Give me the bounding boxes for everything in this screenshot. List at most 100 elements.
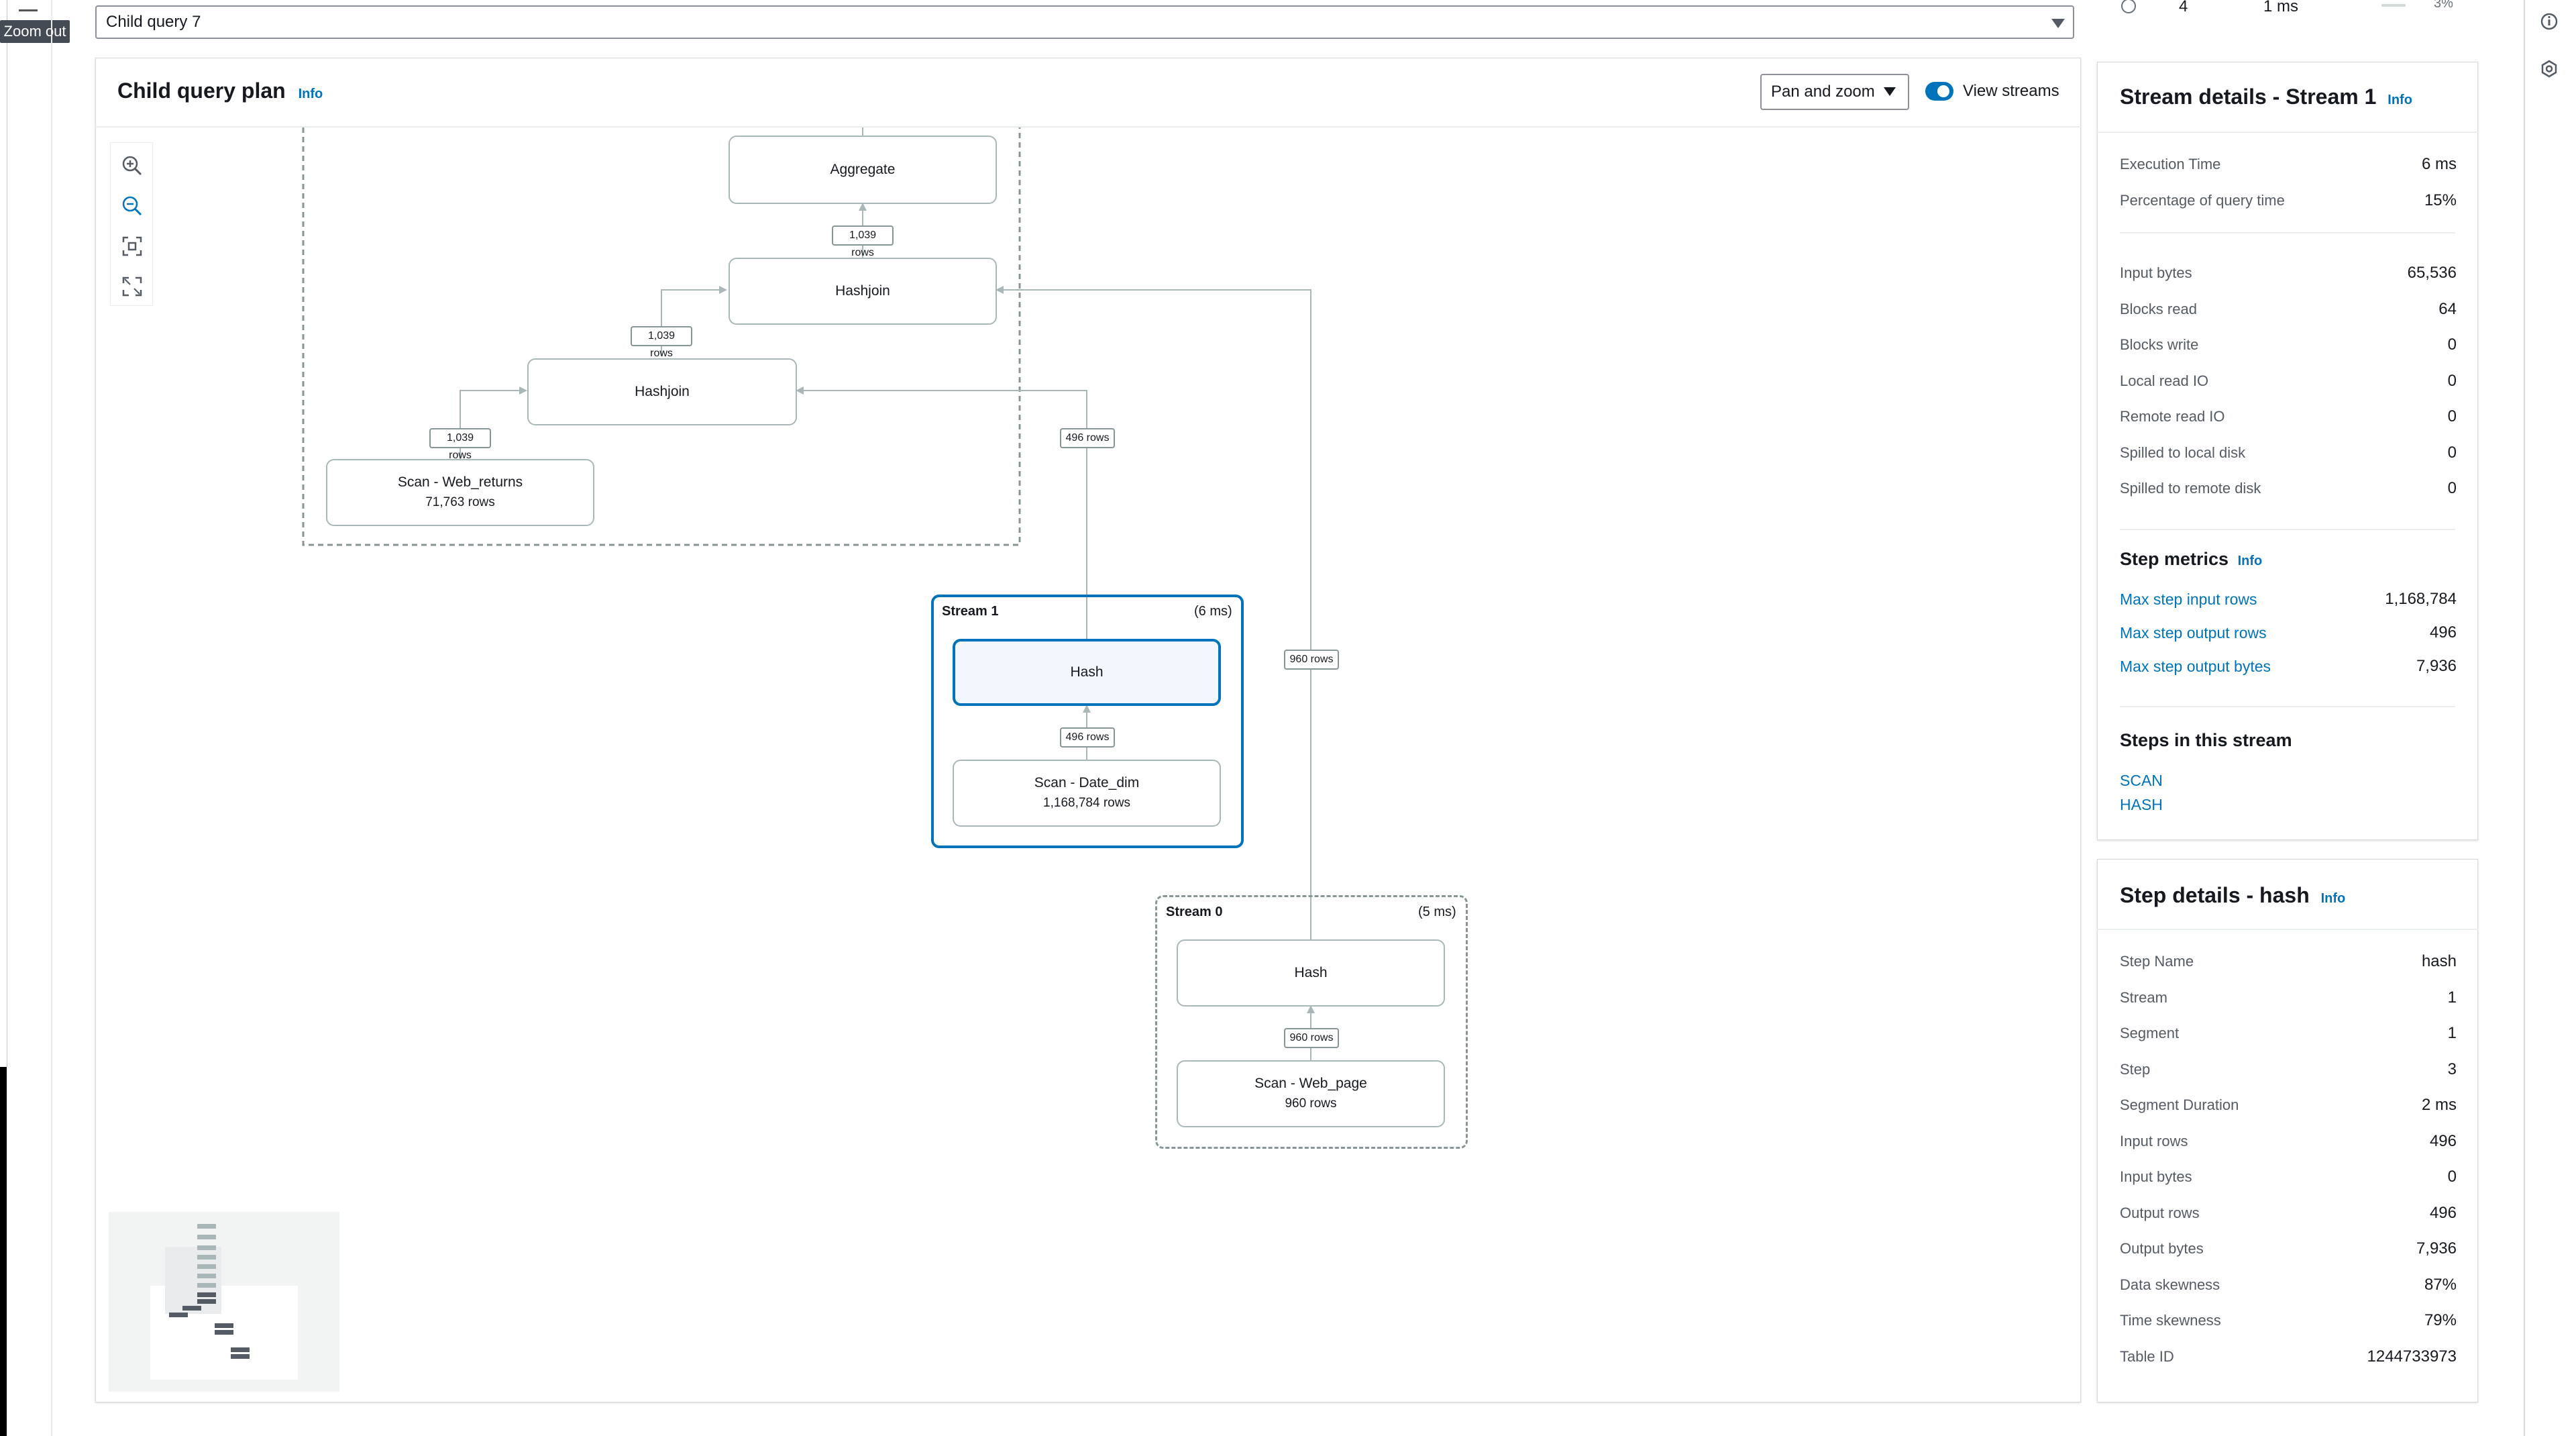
stream-1-box[interactable]	[931, 595, 1244, 848]
detail-value: 0	[2447, 407, 2457, 425]
edge-rows-label: 1,039 rows	[631, 326, 692, 359]
detail-label: Remote read IO	[2120, 408, 2225, 425]
step-details-card	[2097, 859, 2478, 1402]
detail-label: Input bytes	[2120, 1168, 2192, 1185]
view-streams-label: View streams	[1963, 82, 2059, 100]
detail-label: Execution Time	[2120, 156, 2221, 172]
node-label: Aggregate	[830, 162, 896, 177]
fullscreen-icon[interactable]	[121, 275, 144, 298]
chevron-down-icon[interactable]	[2051, 19, 2065, 28]
left-dark-strip	[0, 1067, 7, 1436]
step-metrics-title: Step metrics Info	[2120, 549, 2263, 569]
edge-rows-label: 960 rows	[1284, 650, 1339, 670]
detail-value: 7,936	[2416, 657, 2457, 675]
toggle-knob	[1937, 85, 1949, 97]
info-link[interactable]: Info	[298, 87, 323, 101]
node-hash-stream-1[interactable]: Hash	[953, 639, 1221, 706]
divider	[2120, 706, 2455, 707]
edge-rows-label: 1,039 rows	[429, 428, 491, 461]
metric-link[interactable]: Max step output rows	[2120, 624, 2267, 642]
node-hash-stream-0[interactable]: Hash	[1177, 939, 1445, 1007]
detail-label: Blocks read	[2120, 300, 2197, 317]
detail-label: Step	[2120, 1060, 2151, 1078]
edge-rows-label: 960 rows	[1284, 1028, 1339, 1048]
detail-value: 2 ms	[2421, 1096, 2457, 1114]
metric-link[interactable]: Max step input rows	[2120, 591, 2257, 608]
stream-0-title: Stream 0	[1166, 905, 1223, 919]
row-number: 4	[2179, 0, 2188, 15]
radio-button[interactable]	[2120, 0, 2137, 15]
detail-value: 7,936	[2416, 1239, 2457, 1258]
detail-value: 1244733973	[2367, 1347, 2457, 1366]
node-hashjoin-top[interactable]: Hashjoin	[729, 258, 997, 325]
edge-rows-label: 1,039 rows	[832, 225, 894, 258]
detail-label: Blocks write	[2120, 336, 2199, 353]
stream-1-time: (6 ms)	[1194, 604, 1232, 619]
chevron-down-icon[interactable]	[1884, 87, 1896, 96]
step-link-scan[interactable]: SCAN	[2120, 772, 2163, 789]
info-link[interactable]: Info	[2387, 93, 2412, 107]
panel-title: Child query plan Info	[117, 79, 323, 103]
info-link[interactable]: Info	[2320, 891, 2346, 906]
detail-value: 0	[2447, 336, 2457, 354]
detail-value: 0	[2447, 1168, 2457, 1186]
row-time: 1 ms	[2263, 0, 2299, 15]
left-gutter-divider	[51, 0, 52, 1436]
metric-link[interactable]: Max step output bytes	[2120, 658, 2271, 675]
detail-value: 6 ms	[2421, 155, 2457, 173]
stream-details-card	[2097, 62, 2478, 840]
canvas-top-divider	[95, 126, 2081, 127]
zoom-out-tooltip: Zoom out	[0, 20, 70, 43]
row-percent: 3%	[2434, 0, 2453, 11]
child-query-select-value: Child query 7	[106, 13, 201, 31]
edge-rows-label: 496 rows	[1060, 428, 1115, 448]
detail-label: Percentage of query time	[2120, 192, 2285, 209]
detail-value: 0	[2447, 479, 2457, 497]
detail-label: Step Name	[2120, 953, 2194, 970]
detail-label: Stream	[2120, 988, 2167, 1006]
detail-value: 65,536	[2407, 264, 2457, 282]
node-scan-date-dim[interactable]: Scan - Date_dim 1,168,784 rows	[953, 760, 1221, 827]
zoom-in-icon[interactable]	[121, 154, 144, 177]
detail-label: Input rows	[2120, 1132, 2188, 1149]
fit-view-icon[interactable]	[121, 235, 144, 258]
node-hashjoin-mid[interactable]: Hashjoin	[527, 358, 797, 425]
step-details-title: Step details - hash Info	[2120, 883, 2346, 907]
right-rail-divider	[2524, 0, 2525, 1436]
detail-value: 3	[2447, 1060, 2457, 1078]
info-circle-icon[interactable]	[2540, 12, 2559, 31]
detail-value: 1	[2447, 1024, 2457, 1042]
divider	[2097, 132, 2478, 133]
menu-icon[interactable]	[19, 9, 38, 11]
node-aggregate[interactable]: Aggregate	[729, 136, 997, 204]
info-link[interactable]: Info	[2237, 554, 2263, 568]
detail-label: Input bytes	[2120, 264, 2192, 281]
node-label: Scan - Date_dim	[1034, 775, 1140, 790]
node-label: Scan - Web_page	[1254, 1076, 1367, 1091]
detail-value: hash	[2421, 952, 2457, 970]
child-query-select[interactable]: Child query 7	[95, 5, 2074, 39]
settings-hex-icon[interactable]	[2540, 59, 2559, 78]
detail-label: Local read IO	[2120, 372, 2209, 389]
step-link-hash[interactable]: HASH	[2120, 796, 2163, 813]
stream-details-title: Stream details - Stream 1 Info	[2120, 85, 2412, 109]
detail-label: Spilled to local disk	[2120, 444, 2246, 461]
row-progress-bar	[2381, 4, 2406, 7]
detail-value: 1,168,784	[2385, 590, 2457, 608]
detail-value: 496	[2429, 1203, 2457, 1222]
node-scan-web-page[interactable]: Scan - Web_page 960 rows	[1177, 1060, 1445, 1127]
edge-rows-label: 496 rows	[1060, 727, 1115, 748]
node-scan-web-returns[interactable]: Scan - Web_returns 71,763 rows	[326, 459, 594, 526]
detail-label: Segment	[2120, 1025, 2180, 1041]
node-rows: 1,168,784 rows	[1043, 796, 1130, 810]
detail-value: 87%	[2424, 1275, 2457, 1294]
node-label: Hashjoin	[835, 283, 890, 299]
detail-label: Data skewness	[2120, 1276, 2220, 1293]
mode-select-value: Pan and zoom	[1771, 83, 1875, 101]
stream-0-box[interactable]	[1155, 895, 1468, 1149]
detail-label: Segment Duration	[2120, 1096, 2239, 1113]
zoom-out-icon[interactable]	[121, 195, 144, 217]
detail-value: 64	[2438, 299, 2457, 318]
detail-label: Output bytes	[2120, 1240, 2204, 1257]
